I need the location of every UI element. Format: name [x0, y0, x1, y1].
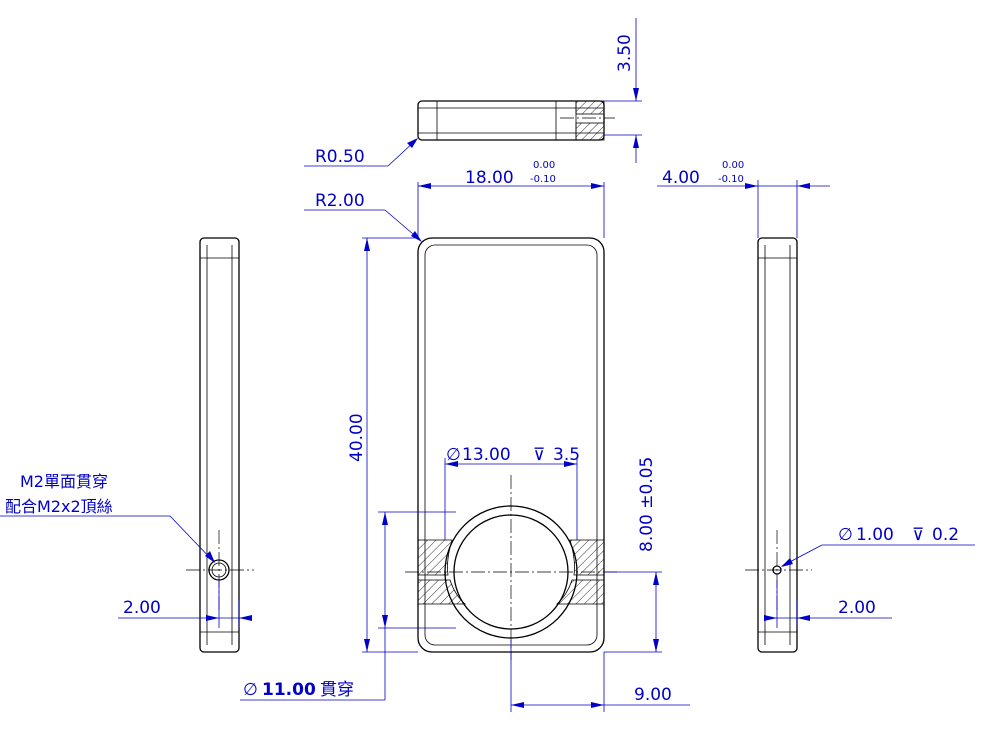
left-side-view — [186, 237, 254, 653]
dim-top-height: 3.50 — [604, 18, 642, 163]
dim-top-height-value: 3.50 — [615, 34, 635, 72]
front-hatch-right-upper — [569, 539, 605, 576]
dim-left-offset: 2.00 — [118, 580, 252, 628]
dim-thickness-value: 4.00 — [662, 168, 700, 188]
thread-note: M2單面貫穿 配合M2x2頂絲 — [0, 472, 215, 563]
dim-through-hole-value: 11.00 — [262, 680, 316, 700]
dim-counterbore-dia-symbol: ∅ — [446, 445, 461, 465]
dim-through-hole-dia-symbol: ∅ — [243, 680, 258, 700]
top-view — [417, 100, 615, 141]
front-view — [405, 237, 620, 660]
dim-thickness-tol-upper: 0.00 — [722, 160, 744, 171]
front-hatch-left-lower — [417, 579, 467, 605]
dim-counterbore-value: 13.00 — [462, 445, 511, 465]
dim-width-value: 18.00 — [465, 168, 514, 188]
dim-fillet-small: R0.50 — [304, 138, 418, 167]
dim-counterbore-depth-value: 3.5 — [553, 445, 580, 465]
dim-width-tol-upper: 0.00 — [533, 160, 555, 171]
dim-counterbore-depth-symbol: ⊽ — [533, 445, 545, 465]
front-hatch-right-lower — [555, 579, 605, 605]
dim-fillet-small-value: R0.50 — [315, 147, 365, 167]
dim-small-hole-value: 1.00 — [856, 525, 894, 545]
dim-counterbore: ∅ 13.00 ⊽ 3.5 — [444, 445, 580, 540]
front-hatch-left-upper — [417, 539, 453, 576]
thread-note-line1: M2單面貫穿 — [20, 472, 108, 491]
top-view-hatch-lower — [575, 122, 605, 141]
dim-small-hole-depth-value: 0.2 — [932, 525, 959, 545]
dim-small-hole-dia-symbol: ∅ — [838, 525, 853, 545]
dim-center-offset: 9.00 — [510, 640, 690, 712]
dim-thickness-tol-lower: -0.10 — [718, 174, 744, 185]
dim-thickness: 4.00 0.00 -0.10 — [657, 160, 830, 238]
dim-hole-position: 8.00 ±0.05 — [604, 457, 662, 653]
dim-small-hole-depth-symbol: ⊽ — [912, 525, 924, 545]
dim-fillet-corner: R2.00 — [304, 191, 422, 242]
dim-small-hole: ∅ 1.00 ⊽ 0.2 — [781, 525, 975, 567]
dim-length: 40.00 — [347, 237, 418, 653]
dim-hole-position-value: 8.00 ±0.05 — [637, 457, 657, 552]
right-side-view — [745, 237, 812, 653]
dim-width-tol-lower: -0.10 — [530, 174, 556, 185]
dim-left-offset-value: 2.00 — [123, 598, 161, 618]
top-view-hatch-upper — [575, 100, 605, 115]
dim-through-hole-note: 貫穿 — [320, 680, 354, 700]
dim-right-offset-value: 2.00 — [838, 598, 876, 618]
dim-length-value: 40.00 — [347, 413, 367, 462]
dim-through-hole: ∅ 11.00 貫穿 — [240, 511, 456, 701]
thread-note-line2: 配合M2x2頂絲 — [5, 497, 113, 516]
dim-width: 18.00 0.00 -0.10 — [417, 160, 605, 238]
dim-right-offset: 2.00 — [764, 580, 892, 628]
dim-center-offset-value: 9.00 — [634, 685, 672, 705]
dim-fillet-corner-value: R2.00 — [315, 191, 365, 211]
